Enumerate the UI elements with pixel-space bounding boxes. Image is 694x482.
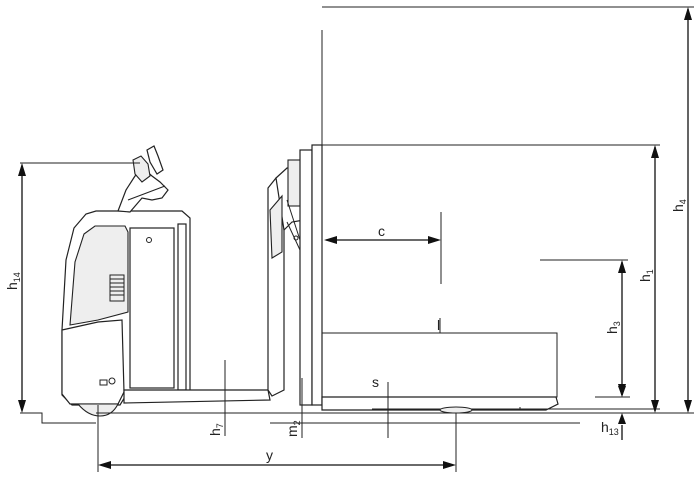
ground-line bbox=[20, 408, 694, 424]
label-h4: h4 bbox=[670, 199, 688, 212]
dimension-h13: h13 bbox=[595, 384, 630, 440]
rear-bumper bbox=[61, 319, 125, 405]
label-y: y bbox=[266, 447, 273, 463]
label-h7: h7 bbox=[207, 423, 225, 436]
dimension-m2: m2 bbox=[284, 378, 307, 438]
dimension-y: y bbox=[97, 405, 457, 472]
dimension-h3: h3 bbox=[604, 260, 626, 397]
cab-panel bbox=[69, 225, 129, 326]
order-picker-truck bbox=[61, 144, 559, 417]
fork-underside bbox=[330, 407, 521, 411]
lift-mast bbox=[267, 144, 323, 406]
label-h1: h1 bbox=[637, 269, 655, 282]
dimension-s: s bbox=[372, 374, 389, 438]
dimension-h4: h4 bbox=[670, 7, 692, 413]
bumper-bolt bbox=[108, 377, 116, 385]
label-h14: h14 bbox=[4, 272, 22, 290]
dimension-h1: h1 bbox=[637, 145, 659, 413]
dimension-h14: h14 bbox=[4, 162, 140, 413]
label-s: s bbox=[372, 374, 379, 390]
operator-door bbox=[129, 227, 175, 389]
vent-grille bbox=[109, 274, 125, 302]
dimension-l: l bbox=[437, 317, 440, 333]
label-h3: h3 bbox=[604, 321, 622, 334]
pallet-load-outline bbox=[321, 332, 558, 398]
fork bbox=[321, 396, 559, 411]
label-l: l bbox=[437, 317, 440, 333]
rear-post bbox=[177, 223, 187, 391]
operator-platform bbox=[123, 389, 271, 404]
dimension-h7: h7 bbox=[207, 360, 226, 436]
label-h13: h13 bbox=[601, 419, 619, 437]
label-c: c bbox=[378, 223, 385, 239]
door-handle bbox=[146, 237, 152, 243]
load-wheel bbox=[439, 406, 473, 414]
steering-tiller bbox=[117, 145, 169, 213]
label-m2: m2 bbox=[284, 420, 302, 437]
dimension-c: c bbox=[324, 223, 441, 244]
bumper-light bbox=[99, 379, 108, 386]
